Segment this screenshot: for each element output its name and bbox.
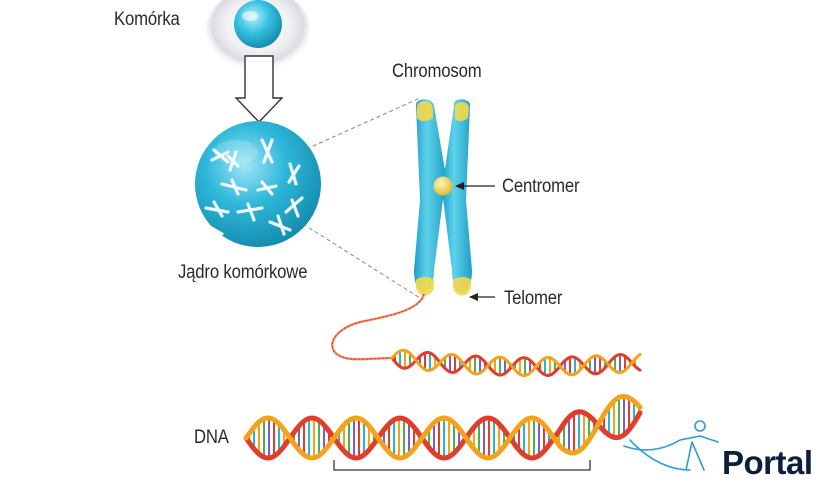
centromere-label: Centromer bbox=[502, 176, 580, 197]
cell-illustration bbox=[206, 0, 310, 72]
logo-text: Portal bbox=[722, 444, 813, 481]
down-arrow-icon bbox=[234, 55, 284, 124]
logo-figure-icon bbox=[623, 420, 719, 471]
chromosome-x-icon bbox=[414, 99, 472, 296]
dna-helix-icon bbox=[243, 348, 643, 461]
dna-label: DNA bbox=[194, 427, 229, 448]
dna-bracket bbox=[333, 460, 591, 471]
nucleus-illustration bbox=[195, 121, 321, 247]
nucleus-label: Jądro komórkowe bbox=[178, 262, 308, 283]
cell-label: Komórka bbox=[114, 9, 180, 30]
telomere-label: Telomer bbox=[504, 288, 563, 309]
chromosome-label: Chromosom bbox=[392, 61, 482, 82]
zoom-lines bbox=[299, 97, 421, 299]
dna-strand bbox=[331, 293, 426, 361]
pointer-arrows bbox=[455, 182, 495, 301]
